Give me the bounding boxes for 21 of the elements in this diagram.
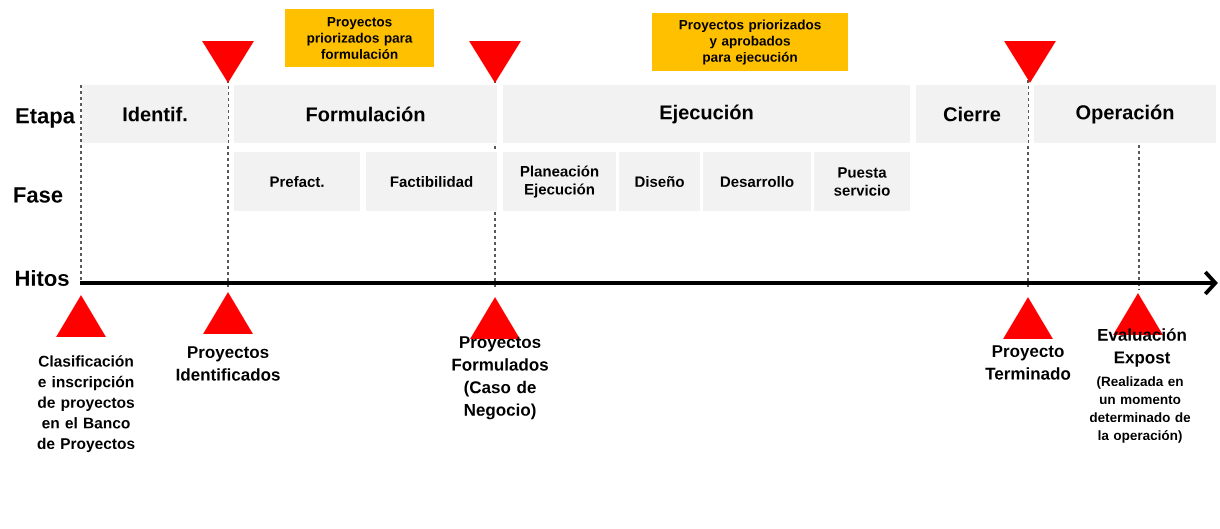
stage-box: Operación [1034,85,1216,143]
milestone-label: Clasificación e inscripción de proyectos en el Banco de Proyectos [37,355,135,453]
stage-box: Cierre [916,85,1028,143]
milestone-note: (Realizada en un momento determinado de la operación) [1089,376,1191,443]
milestone-label: Evaluación Expost [1098,328,1186,367]
phase-box: Diseño [619,152,700,211]
milestone-label: Proyecto Terminado [985,345,1071,380]
stage-box: Formulación [234,85,497,143]
phase-box: Puesta servicio [814,152,910,211]
milestone-label: Proyectos Formulados (Caso de Negocio) [452,336,548,420]
row-heading: Fase [14,187,63,203]
phase-box: Desarrollo [703,152,811,211]
phase-box: Planeación Ejecución [503,152,616,211]
note-box: Proyectos priorizados para formulación [285,9,434,67]
note-box: Proyectos priorizados y aprobados para ejecución [652,13,848,71]
phase-box: Factibilidad [366,152,497,211]
stage-box: Ejecución [503,85,910,143]
phase-box: Prefact. [234,152,360,211]
stage-box: Identif. [82,85,228,143]
milestone-label: Proyectos Identificados [176,346,280,381]
row-heading: Hitos [16,269,69,287]
